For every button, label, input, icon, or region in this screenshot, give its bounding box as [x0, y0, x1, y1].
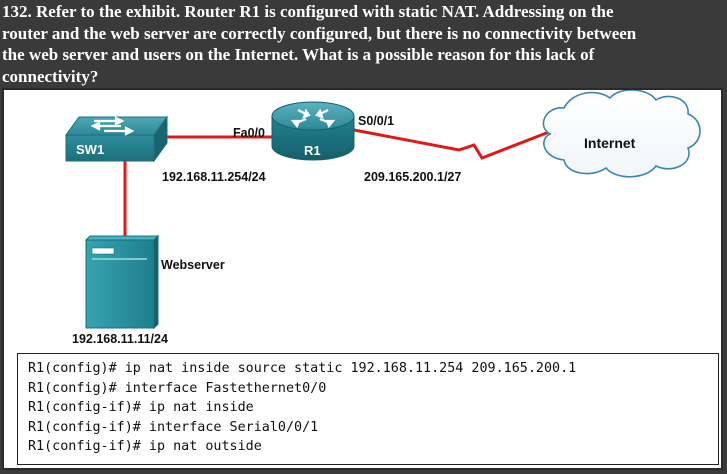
config-line-1: R1(config)# ip nat inside source static … [28, 361, 577, 376]
router-fa-ip-label: 192.168.11.254/24 [162, 170, 266, 184]
switch-label: SW1 [76, 142, 104, 157]
question-text: 132. Refer to the exhibit. Router R1 is … [0, 0, 727, 88]
router-serial-interface-label: S0/0/1 [358, 114, 395, 128]
webserver-icon [84, 234, 160, 330]
router-serial-ip-label: 209.165.200.1/27 [364, 170, 462, 184]
internet-cloud-icon [542, 90, 701, 178]
webserver-label: Webserver [161, 258, 225, 272]
config-line-4: R1(config-if)# interface Serial0/0/1 [28, 419, 319, 435]
router-r1-icon [271, 101, 355, 161]
router-fa-interface-label: Fa0/0 [233, 126, 265, 140]
exhibit-panel: SW1 R1 Fa0/0 S0/0/1 192.168.11.254/24 20… [2, 88, 723, 470]
config-line-5: R1(config-if)# ip nat outside [28, 439, 262, 455]
question-line-1: 132. Refer to the exhibit. Router R1 is … [2, 2, 614, 21]
question-line-3: the web server and users on the Internet… [2, 45, 595, 64]
internet-label: Internet [584, 135, 636, 151]
nat-config-box: R1(config)# ip nat inside source static … [17, 353, 719, 465]
config-line-2: R1(config)# interface Fastethernet0/0 [28, 380, 327, 396]
serial-link-router-internet [353, 128, 550, 160]
question-line-4: connectivity? [2, 66, 99, 86]
network-topology-diagram: SW1 R1 [65, 90, 701, 330]
router-label: R1 [304, 143, 321, 158]
config-line-3: R1(config-if)# ip nat inside [28, 400, 254, 416]
webserver-ip-label: 192.168.11.11/24 [72, 332, 168, 346]
question-line-2: router and the web server are correctly … [2, 23, 637, 43]
switch-sw1-icon [65, 115, 168, 163]
